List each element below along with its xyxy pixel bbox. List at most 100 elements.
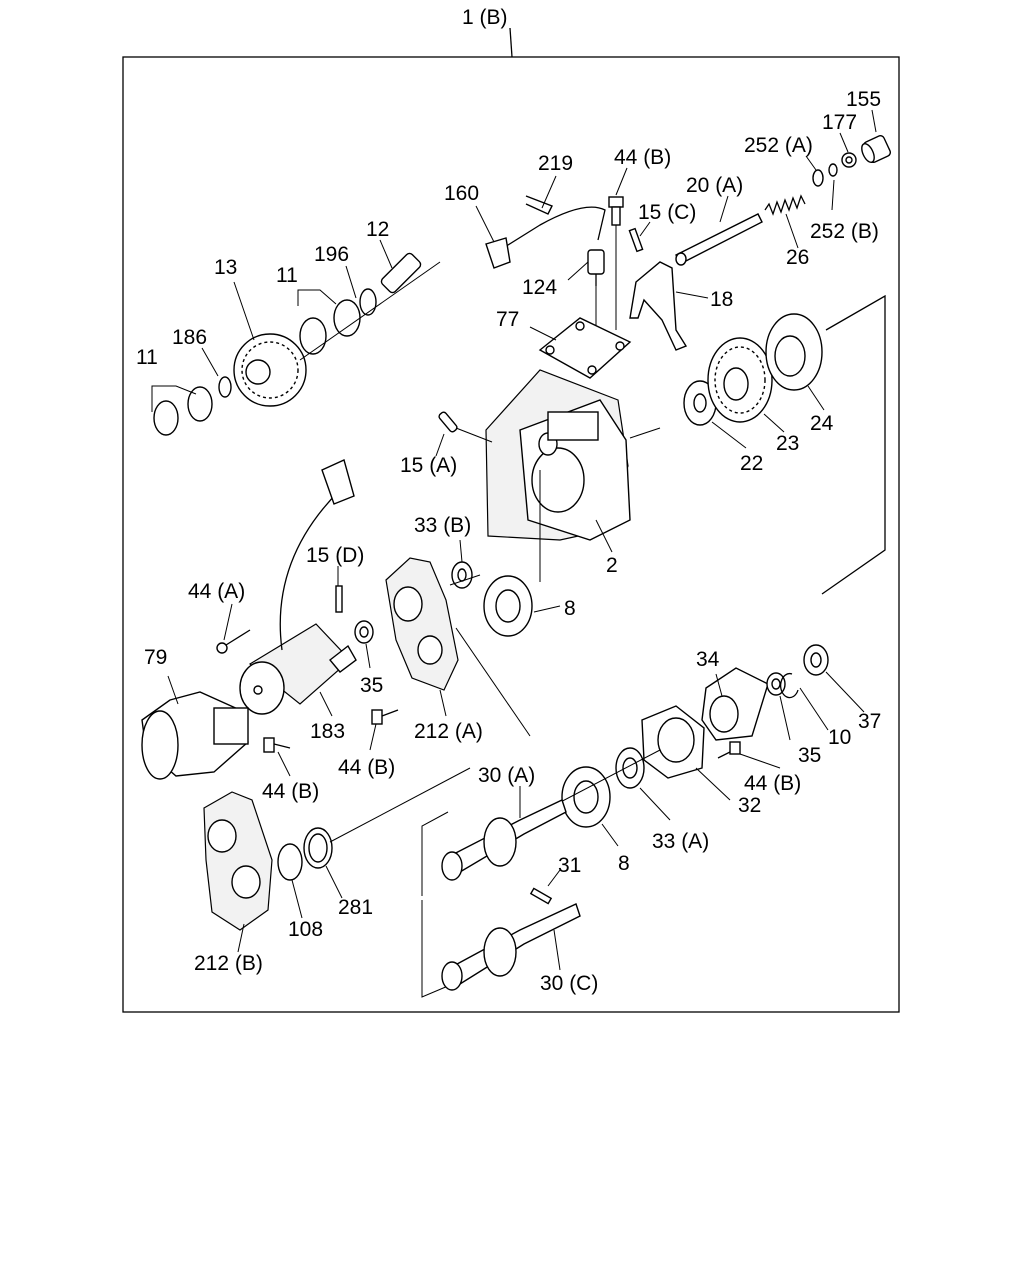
shift-rod-20a xyxy=(675,213,763,266)
case-axis xyxy=(449,574,481,586)
cross-axis xyxy=(455,627,531,737)
callout-8-low: 8 xyxy=(618,852,630,875)
pin-12 xyxy=(380,252,422,294)
leader-lines xyxy=(151,109,877,971)
assembly-label: 1 (B) xyxy=(462,6,508,29)
oil-seal-33b xyxy=(451,561,473,589)
callout-11-top: 11 xyxy=(276,264,298,287)
callout-11-left: 11 xyxy=(136,346,158,369)
case-b-axis xyxy=(329,767,471,843)
bearing-11-top xyxy=(299,299,361,355)
callout-33a: 33 (A) xyxy=(652,830,709,853)
gear-23 xyxy=(707,337,773,423)
callout-33b: 33 (B) xyxy=(414,514,471,537)
pin-15a xyxy=(438,411,458,433)
bolt-44b-right xyxy=(717,741,741,759)
nut-177 xyxy=(841,152,857,168)
callout-26: 26 xyxy=(786,246,809,269)
callout-30c: 30 (C) xyxy=(540,972,598,995)
callout-35-right: 35 xyxy=(798,744,821,767)
callout-196: 196 xyxy=(314,243,349,266)
callout-44b-mid: 44 (B) xyxy=(338,756,395,779)
pto-case-212b xyxy=(203,791,273,931)
assembly-frame xyxy=(122,56,900,1013)
bearing-8-top xyxy=(483,575,533,637)
callout-15d: 15 (D) xyxy=(306,544,364,567)
housing-axis xyxy=(629,427,661,439)
callout-24: 24 xyxy=(810,412,834,435)
harness-219 xyxy=(499,195,606,251)
callout-8-top: 8 xyxy=(564,597,576,620)
callout-18: 18 xyxy=(710,288,733,311)
shaft-30a-bracket xyxy=(421,811,449,896)
callout-44a: 44 (A) xyxy=(188,580,245,603)
gear-13 xyxy=(233,333,307,407)
callout-160: 160 xyxy=(444,182,479,205)
bolt-44b-low xyxy=(263,737,291,753)
washer-252a xyxy=(812,169,824,187)
callout-79: 79 xyxy=(144,646,167,669)
connector-160 xyxy=(485,237,511,269)
callout-2: 2 xyxy=(606,554,618,577)
housing-2 xyxy=(485,369,631,541)
shaft-30c xyxy=(441,903,581,991)
bolt-44a xyxy=(216,629,251,654)
assembly-leader xyxy=(509,27,513,58)
pin-15a-axis xyxy=(455,427,493,443)
callout-252b: 252 (B) xyxy=(810,220,879,243)
shim-281 xyxy=(303,827,333,869)
callout-44b-low: 44 (B) xyxy=(262,780,319,803)
sleeve-155 xyxy=(861,134,892,164)
callout-12: 12 xyxy=(366,218,389,241)
bolt-44b-top xyxy=(608,196,624,226)
callout-77: 77 xyxy=(496,308,519,331)
actuator-183 xyxy=(239,623,357,715)
callout-35-mid: 35 xyxy=(360,674,383,697)
callout-37: 37 xyxy=(858,710,881,733)
pin-15d xyxy=(335,585,343,613)
washer-252b xyxy=(828,163,838,177)
callout-252a: 252 (A) xyxy=(744,134,813,157)
callout-10: 10 xyxy=(828,726,851,749)
callout-30a: 30 (A) xyxy=(478,764,535,787)
callout-44b-top: 44 (B) xyxy=(614,146,671,169)
shift-fork-18 xyxy=(629,261,688,351)
plate-32 xyxy=(641,705,705,779)
callout-212a: 212 (A) xyxy=(414,720,483,743)
bolt-44b-mid xyxy=(371,709,399,725)
bearing-11-left xyxy=(153,386,213,436)
switch-124 xyxy=(587,249,605,286)
callout-13: 13 xyxy=(214,256,237,279)
hub-24 xyxy=(765,313,823,391)
washer-35-mid xyxy=(354,620,374,644)
callout-15a: 15 (A) xyxy=(400,454,457,477)
callout-31: 31 xyxy=(558,854,581,877)
shaft-30c-bracket xyxy=(421,900,449,998)
snap-ring-186 xyxy=(218,376,232,398)
snap-ring-108 xyxy=(277,843,303,881)
callout-183: 183 xyxy=(310,720,345,743)
spring-26 xyxy=(764,194,806,216)
callout-219: 219 xyxy=(538,152,573,175)
pin-15c xyxy=(628,227,644,253)
callout-281: 281 xyxy=(338,896,373,919)
callout-177: 177 xyxy=(822,111,857,134)
callout-32: 32 xyxy=(738,794,761,817)
callout-212b: 212 (B) xyxy=(194,952,263,975)
callout-108: 108 xyxy=(288,918,323,941)
callout-22: 22 xyxy=(740,452,763,475)
oil-seal-33a xyxy=(615,747,645,789)
callout-20a: 20 (A) xyxy=(686,174,743,197)
lock-washer-10 xyxy=(779,672,799,699)
callout-23: 23 xyxy=(776,432,799,455)
shaft-30a xyxy=(441,799,567,881)
snap-ring-196 xyxy=(359,288,377,316)
pin-31 xyxy=(529,887,553,905)
callout-15c: 15 (C) xyxy=(638,201,696,224)
shaft-bracket-line xyxy=(821,294,886,595)
flange-34 xyxy=(701,667,769,741)
gear-axis xyxy=(299,261,441,361)
callout-155: 155 xyxy=(846,88,881,111)
